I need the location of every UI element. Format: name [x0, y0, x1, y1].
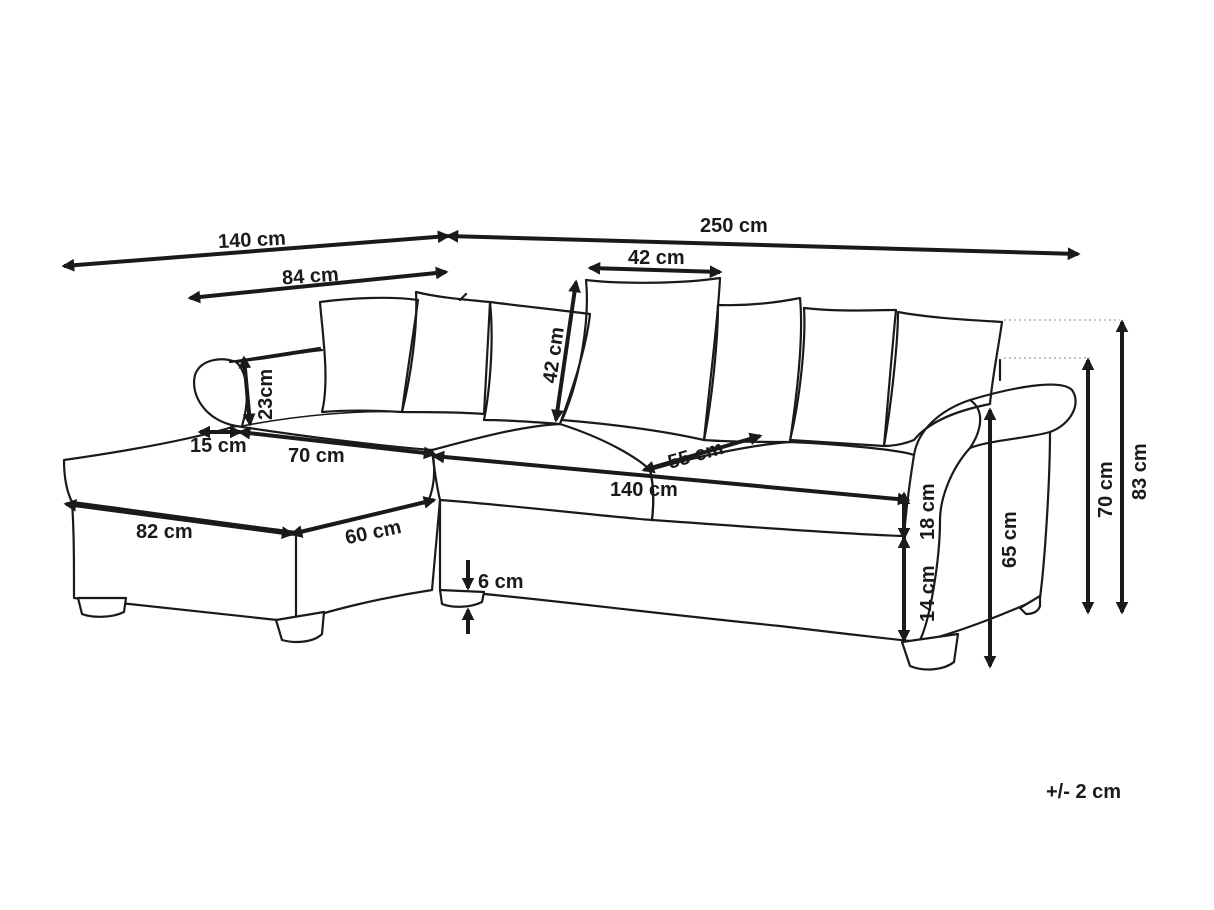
- leg-back-middle: [438, 588, 486, 608]
- arrow-82: [63, 499, 295, 539]
- sofa-back-frame: [228, 346, 1002, 382]
- right-armrest: [912, 383, 1077, 642]
- pillow-2: [400, 290, 492, 416]
- dimension-labels: 140 cm 250 cm 84 cm 42 cm 42 cm 23cm 15 …: [136, 215, 1151, 803]
- leg-back-right: [1018, 594, 1042, 616]
- back-seat-surface: [241, 410, 403, 427]
- chaise-cushion: [62, 424, 436, 534]
- leg-front-chaise: [274, 610, 326, 644]
- pillow-7: [882, 310, 1004, 448]
- arrow-250-width: [445, 229, 1081, 261]
- arrow-70-seat: [237, 426, 437, 460]
- label-leg-height: 6 cm: [478, 571, 524, 593]
- arrow-42-width: [587, 261, 723, 279]
- pillow-1: [318, 296, 420, 414]
- label-back-height: 70 cm: [1095, 461, 1117, 518]
- dimension-arrows: [61, 229, 1129, 669]
- label-pillow-width: 42 cm: [628, 247, 685, 269]
- label-armrest-width: 15 cm: [190, 435, 247, 457]
- label-seat-width: 140 cm: [610, 479, 678, 501]
- pillow-6: [788, 306, 898, 448]
- label-chaise-length: 82 cm: [136, 521, 193, 543]
- arrow-140-depth: [61, 230, 451, 272]
- label-chaise-seat-depth: 70 cm: [288, 445, 345, 467]
- label-total-width: 250 cm: [700, 215, 768, 237]
- pillow-3: [482, 300, 592, 426]
- arrow-23: [238, 355, 256, 427]
- label-base-height: 14 cm: [917, 565, 939, 622]
- sofa-base: [438, 498, 1042, 644]
- label-chaise-cushion-depth: 84 cm: [281, 264, 339, 290]
- leg-front-right: [900, 632, 960, 671]
- label-seat-depth: 55 cm: [665, 437, 726, 474]
- arrow-140-seat: [431, 450, 911, 506]
- label-total-depth: 140 cm: [217, 228, 286, 254]
- pillow-5: [702, 296, 803, 444]
- pillow-4: [560, 276, 722, 442]
- arrow-84: [187, 266, 449, 304]
- label-armrest-height: 23cm: [255, 369, 277, 420]
- right-arm-base: [1038, 430, 1052, 600]
- arrow-42-height: [551, 279, 581, 423]
- label-total-height: 83 cm: [1129, 443, 1151, 500]
- tolerance-note: +/- 2 cm: [1046, 781, 1121, 803]
- label-cushion-height: 18 cm: [917, 483, 939, 540]
- label-arm-height: 65 cm: [999, 511, 1021, 568]
- arrow-60: [289, 496, 437, 538]
- leg-front-left: [76, 596, 128, 618]
